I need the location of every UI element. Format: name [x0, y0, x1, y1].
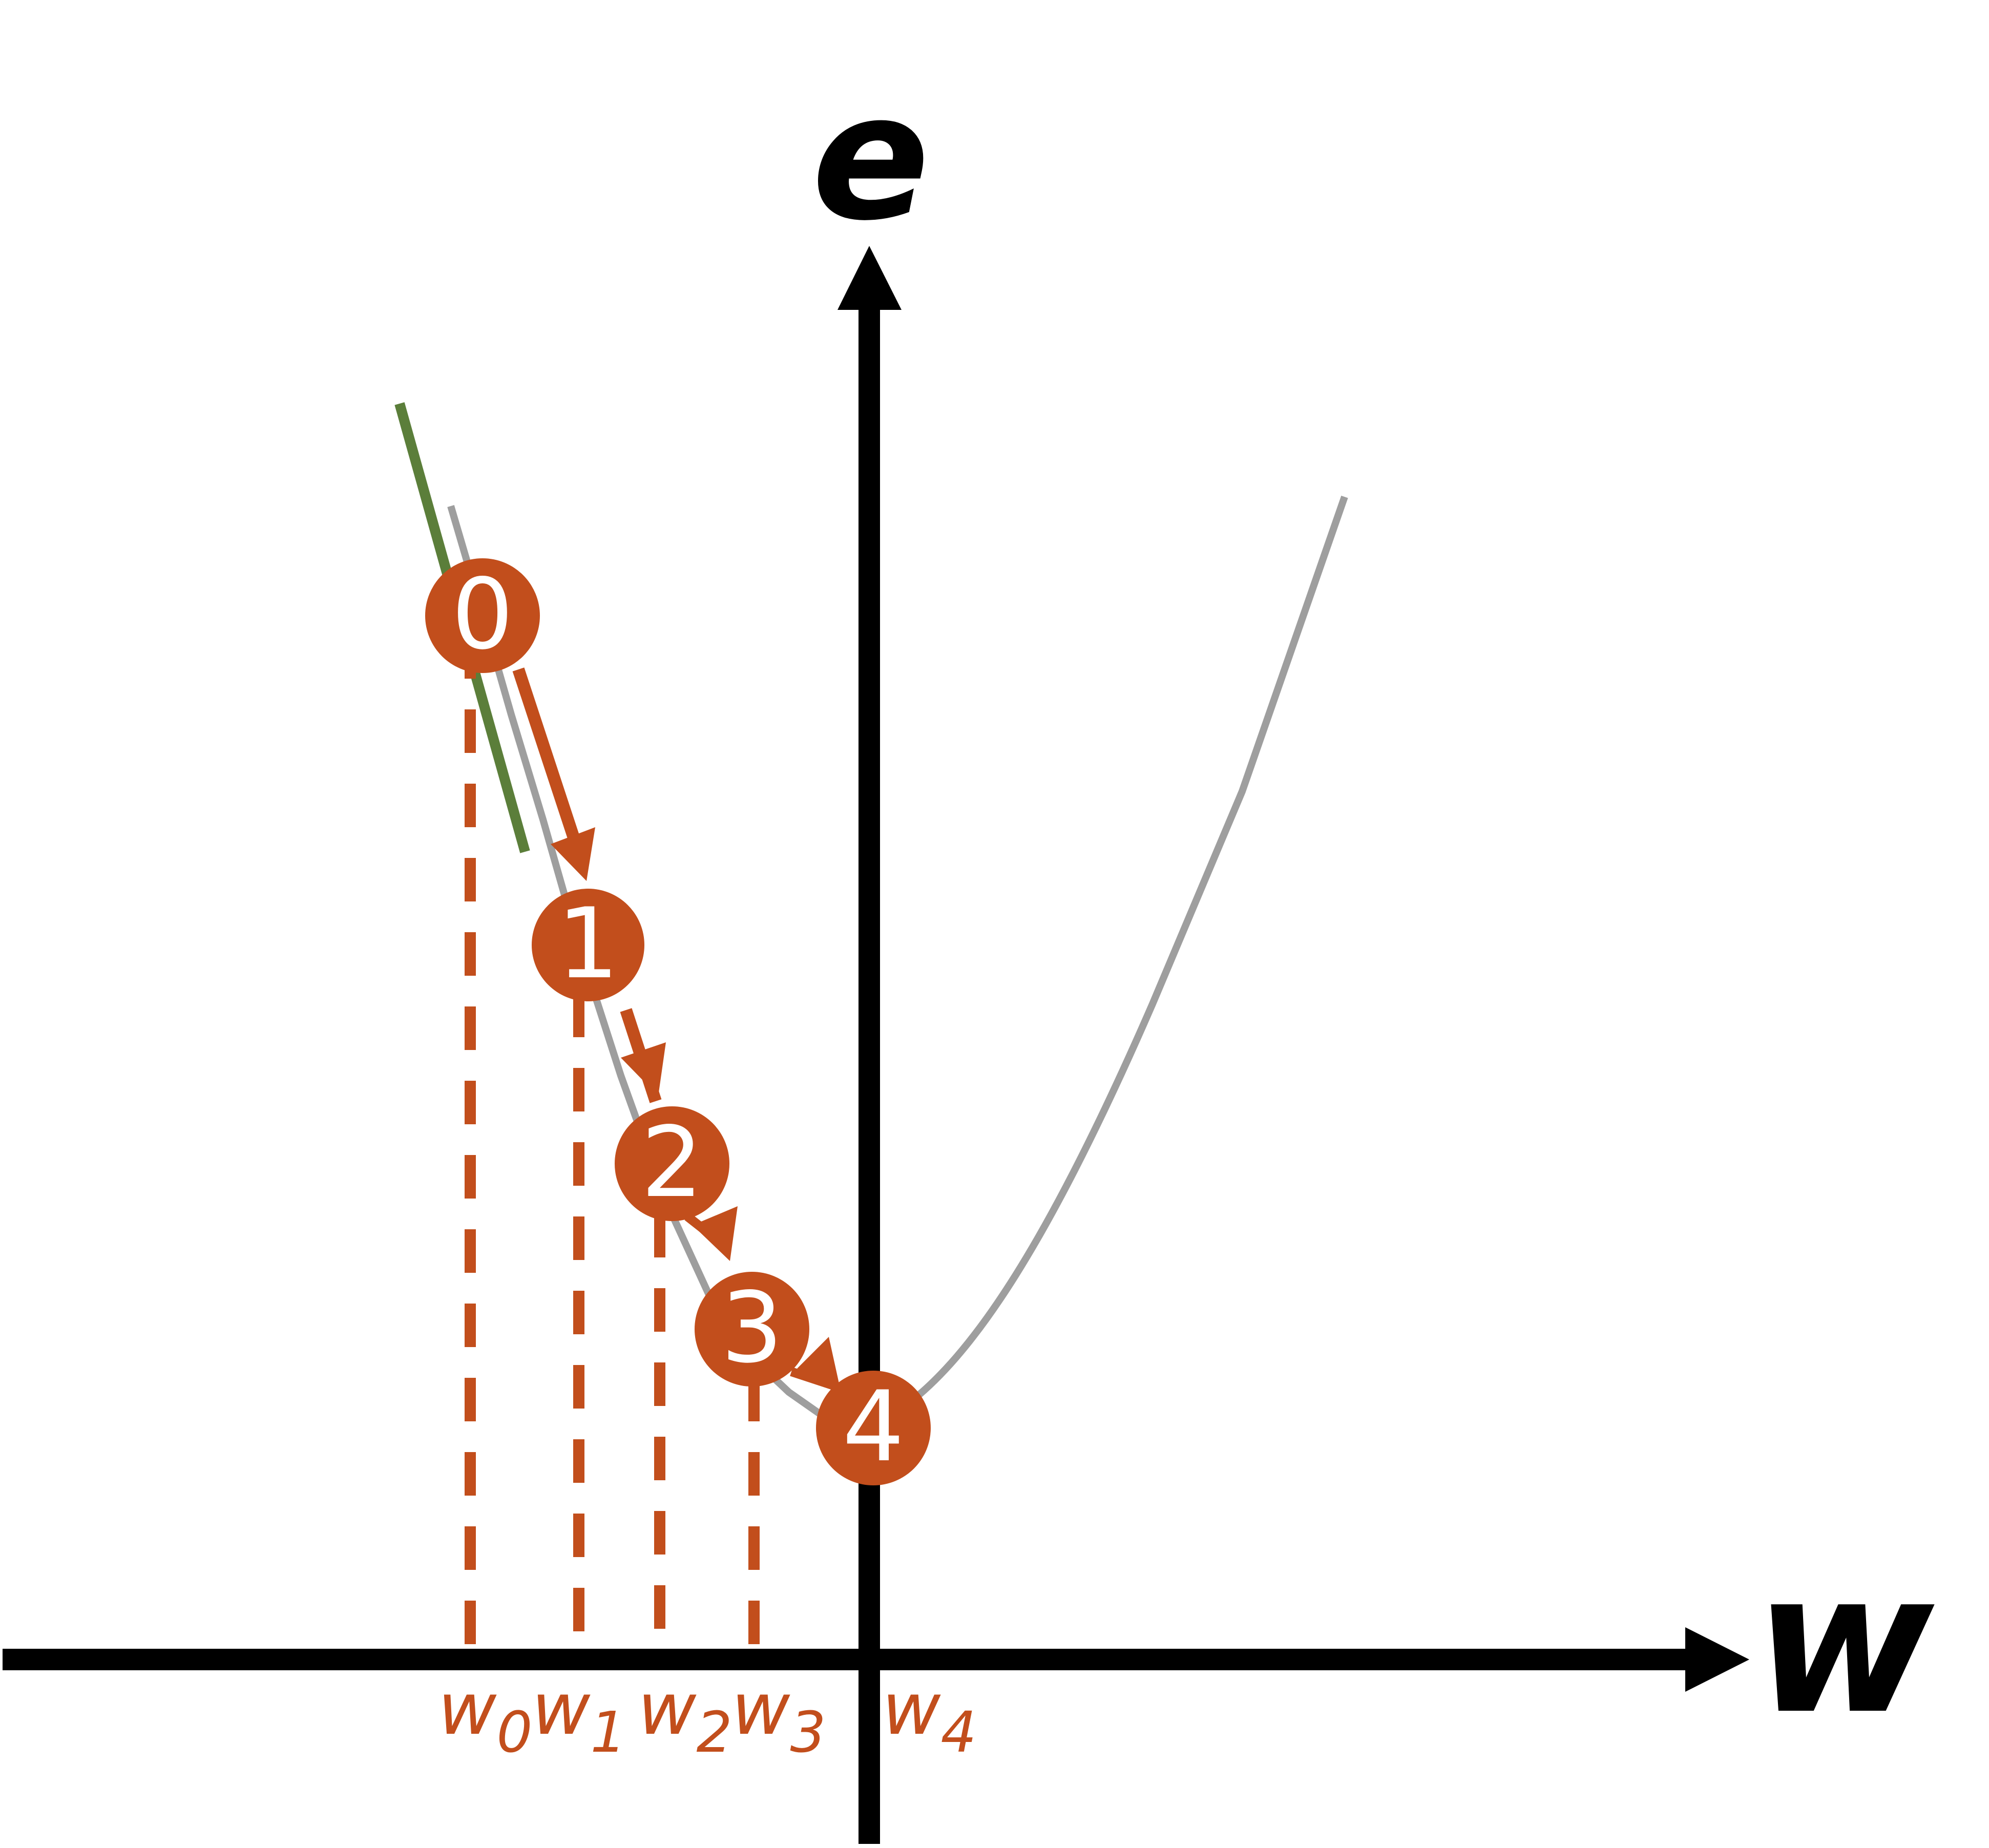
step-arrow-head-1: [621, 1042, 666, 1096]
step-marker-1: 1: [532, 887, 644, 1001]
w-label-1-main: w: [532, 1668, 591, 1751]
w-label-1: w1: [532, 1668, 626, 1765]
x-axis-title: w: [1754, 1530, 1936, 1757]
w-label-0-main: w: [438, 1668, 497, 1751]
step-circle-0: [425, 558, 540, 673]
step-number-4: 4: [843, 1370, 905, 1483]
y-axis-arrow-icon: [838, 246, 902, 310]
step-circle-3: [695, 1272, 809, 1387]
y-axis-title: e: [812, 56, 930, 259]
x-axis-arrow-icon: [1685, 1627, 1749, 1692]
step-arrow-shaft-3: [790, 1367, 836, 1391]
step-marker-3: 3: [695, 1271, 809, 1387]
step-number-1: 1: [557, 887, 619, 1000]
w-label-0: w0: [438, 1668, 533, 1765]
step-number-2: 2: [641, 1106, 703, 1219]
step-number-0: 0: [452, 558, 514, 671]
step-arrow-shaft-0: [512, 667, 589, 868]
w-label-2-sub: 2: [697, 1699, 732, 1765]
step-number-3: 3: [721, 1271, 783, 1384]
w-label-3-sub: 3: [790, 1699, 826, 1765]
w-label-0-sub: 0: [497, 1699, 533, 1765]
w-label-3-main: w: [731, 1668, 790, 1751]
step-marker-4: 4: [816, 1370, 931, 1485]
w-label-4-main: w: [882, 1668, 941, 1751]
step-arrow-head-0: [551, 827, 595, 881]
step-arrows: [512, 667, 840, 1391]
w-labels: w0 w1 w2 w3 w4: [438, 1668, 977, 1765]
step-arrow-head-3: [797, 1337, 840, 1388]
step-marker-0: 0: [425, 558, 540, 673]
step-marker-2: 2: [615, 1106, 729, 1221]
w-label-1-sub: 1: [591, 1699, 626, 1765]
w-label-4: w4: [882, 1668, 977, 1765]
w-label-4-sub: 4: [941, 1699, 977, 1765]
w-label-3: w3: [731, 1668, 826, 1765]
w-label-2-main: w: [638, 1668, 697, 1751]
step-circle-4: [816, 1371, 931, 1485]
step-circle-1: [532, 889, 644, 1001]
w-label-2: w2: [638, 1668, 732, 1765]
step-arrow-head-2: [693, 1206, 738, 1261]
step-circle-2: [615, 1106, 729, 1221]
